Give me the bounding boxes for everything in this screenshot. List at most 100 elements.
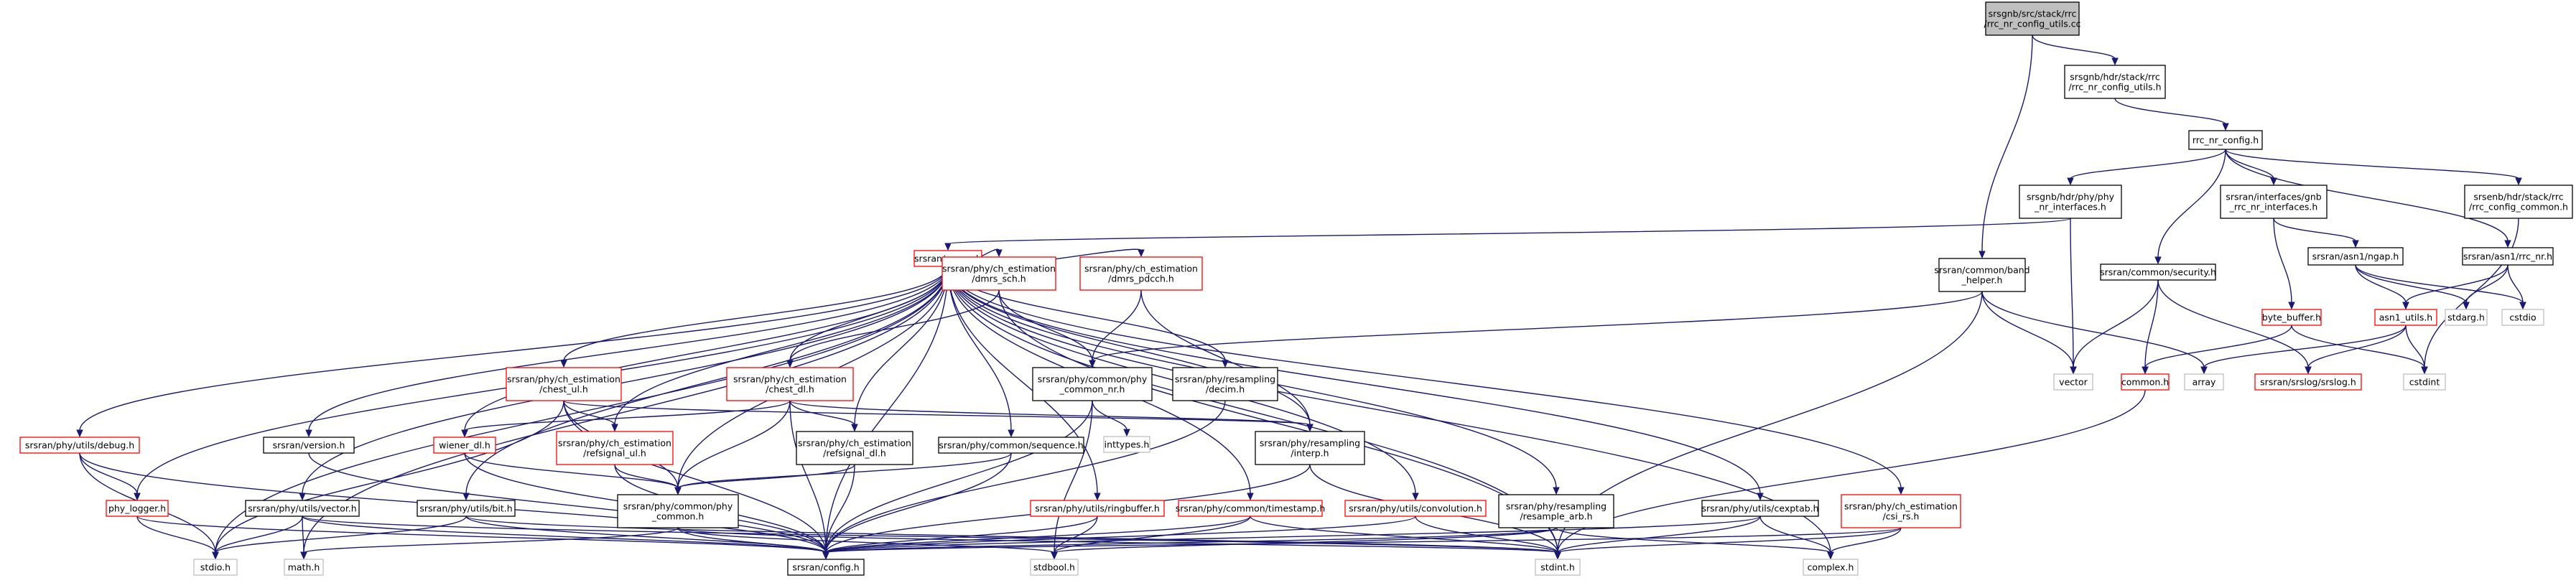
node-ngap[interactable]: srsran/asn1/ngap.h bbox=[2307, 247, 2404, 266]
node-complex: complex.h bbox=[1803, 559, 1859, 576]
edge-sequence-to-phy_common bbox=[674, 452, 1012, 495]
node-chest_dl[interactable]: srsran/phy/ch_estimation/chest_dl.h bbox=[726, 367, 854, 401]
node-refsignal_ul[interactable]: srsran/phy/ch_estimation/refsignal_ul.h bbox=[556, 431, 674, 465]
edge-asn1_utils-to-srslog bbox=[2305, 325, 2407, 375]
node-srslog[interactable]: srsran/srslog/srslog.h bbox=[2254, 373, 2362, 391]
edge-asn1_utils-to-array bbox=[2200, 325, 2407, 375]
edge-line bbox=[1759, 516, 1831, 554]
node-label: complex.h bbox=[1808, 562, 1854, 573]
edge-timestamp-to-stdbool bbox=[1051, 516, 1251, 560]
edge-arrowhead bbox=[2402, 302, 2409, 310]
edge-line bbox=[79, 452, 138, 495]
edge-line bbox=[2157, 149, 2226, 258]
node-bit_h[interactable]: srsran/phy/utils/bit.h bbox=[417, 500, 516, 517]
node-label: srsenb/hdr/stack/rrc bbox=[2473, 192, 2563, 202]
node-phy_common[interactable]: srsran/phy/common/phy_common.h bbox=[617, 494, 739, 528]
edge-line bbox=[1830, 527, 1902, 554]
node-label: srsran/phy/common/phy bbox=[1038, 374, 1148, 385]
node-enb_rrc_common[interactable]: srsenb/hdr/stack/rrc/rrc_config_common.h bbox=[2464, 185, 2573, 219]
node-csi_rs[interactable]: srsran/phy/ch_estimation/csi_rs.h bbox=[1841, 494, 1961, 528]
node-ringbuffer[interactable]: srsran/phy/utils/ringbuffer.h bbox=[1030, 500, 1165, 517]
edge-srsran_h-to-version_h bbox=[305, 266, 949, 438]
node-gnb_rrc_if[interactable]: srsran/interfaces/gnb_rrc_nr_interfaces.… bbox=[2220, 185, 2328, 219]
node-phy_if[interactable]: srsgnb/hdr/phy/phy_nr_interfaces.h bbox=[2019, 185, 2122, 219]
edge-line bbox=[1054, 516, 1098, 554]
edge-arrowhead bbox=[212, 551, 219, 560]
node-wiener[interactable]: wiener_dl.h bbox=[433, 437, 496, 454]
node-vector_h[interactable]: srsran/phy/utils/vector.h bbox=[245, 500, 360, 517]
node-decim[interactable]: srsran/phy/resampling/decim.h bbox=[1172, 367, 1278, 401]
node-label: /rrc_nr_config_utils.h bbox=[2068, 82, 2161, 93]
node-dmrs_sch[interactable]: srsran/phy/ch_estimation/dmrs_sch.h bbox=[941, 256, 1056, 291]
edge-line bbox=[825, 527, 1902, 554]
edge-line bbox=[1981, 291, 2074, 368]
node-common_h[interactable]: common.h bbox=[2121, 373, 2170, 391]
node-label: srsran/phy/common/phy bbox=[623, 501, 733, 512]
node-phy_logger[interactable]: phy_logger.h bbox=[106, 500, 169, 517]
edges-layer bbox=[76, 34, 2526, 560]
node-box bbox=[1841, 494, 1961, 528]
node-box bbox=[245, 500, 360, 517]
edge-csi_rs-to-stdint bbox=[1554, 527, 1902, 560]
edge-line bbox=[2032, 34, 2116, 60]
edge-line bbox=[789, 400, 1311, 426]
edge-line bbox=[677, 400, 791, 489]
node-label: /decim.h bbox=[1206, 384, 1245, 395]
edge-arrowhead bbox=[822, 551, 829, 560]
edge-line bbox=[677, 527, 1055, 554]
node-box bbox=[1985, 1, 2080, 36]
node-label: srsran/phy/utils/convolution.h bbox=[1349, 503, 1482, 514]
node-cexptab[interactable]: srsran/phy/utils/cexptab.h bbox=[1701, 500, 1819, 517]
node-label: /csi_rs.h bbox=[1883, 511, 1920, 522]
edge-phy_if-to-vector_std bbox=[2070, 218, 2077, 375]
node-rrc_nr_asn[interactable]: srsran/asn1/rrc_nr.h bbox=[2462, 247, 2554, 266]
edge-line bbox=[947, 266, 1311, 426]
node-byte_buffer[interactable]: byte_buffer.h bbox=[2261, 309, 2322, 326]
node-label: srsran/common/band bbox=[1934, 265, 2029, 276]
edge-security-to-srslog bbox=[2157, 279, 2312, 375]
node-box bbox=[2501, 309, 2544, 326]
node-convolution[interactable]: srsran/phy/utils/convolution.h bbox=[1344, 500, 1487, 517]
node-interp[interactable]: srsran/phy/resampling/interp.h bbox=[1255, 431, 1365, 465]
edge-arrowhead bbox=[1827, 551, 1834, 560]
edge-line bbox=[308, 266, 949, 432]
edge-arrowhead bbox=[944, 243, 952, 251]
node-label: cstdio bbox=[2509, 312, 2536, 323]
node-box bbox=[1535, 559, 1581, 576]
node-cstdio: cstdio bbox=[2501, 309, 2544, 326]
edge-line bbox=[2291, 325, 2425, 368]
node-rrc_cfg[interactable]: rrc_nr_config.h bbox=[2188, 130, 2263, 150]
edge-rrc_cfg-to-security bbox=[2154, 149, 2226, 265]
node-dmrs_pdcch[interactable]: srsran/phy/ch_estimation/dmrs_pdcch.h bbox=[1079, 256, 1203, 291]
edge-chest_dl-to-wiener bbox=[461, 400, 791, 438]
node-timestamp[interactable]: srsran/phy/common/timestamp.h bbox=[1176, 500, 1326, 517]
edge-arrowhead bbox=[2515, 177, 2522, 186]
node-label: stdio.h bbox=[200, 562, 231, 573]
node-hdr_utils[interactable]: srsgnb/hdr/stack/rrc/rrc_nr_config_utils… bbox=[2064, 65, 2166, 99]
node-chest_ul[interactable]: srsran/phy/ch_estimation/chest_ul.h bbox=[506, 367, 622, 401]
edge-line bbox=[2073, 279, 2159, 368]
edge-arrowhead bbox=[560, 360, 567, 368]
edge-rrc_cfg-to-phy_if bbox=[2067, 149, 2226, 186]
node-box bbox=[1498, 494, 1614, 528]
node-band_helper[interactable]: srsran/common/band_helper.h bbox=[1934, 258, 2030, 292]
edge-arrowhead bbox=[1553, 487, 1560, 495]
edge-arrowhead bbox=[2067, 177, 2074, 186]
node-resample_arb[interactable]: srsran/phy/resampling/resample_arb.h bbox=[1498, 494, 1614, 528]
node-label: srsran/config.h bbox=[792, 562, 859, 573]
edge-line bbox=[563, 400, 827, 554]
edge-line bbox=[465, 266, 949, 495]
node-security[interactable]: srsran/common/security.h bbox=[2100, 263, 2216, 281]
node-label: /chest_ul.h bbox=[539, 384, 588, 395]
node-label: _rrc_nr_interfaces.h bbox=[2229, 202, 2318, 213]
edge-line bbox=[1092, 400, 1127, 431]
node-debug_h[interactable]: srsran/phy/utils/debug.h bbox=[19, 437, 140, 454]
node-phy_common_nr[interactable]: srsran/phy/common/phy_common_nr.h bbox=[1032, 367, 1153, 401]
node-config[interactable]: srsran/config.h bbox=[787, 559, 865, 576]
node-sequence[interactable]: srsran/phy/common/sequence.h bbox=[938, 437, 1084, 454]
node-asn1_utils[interactable]: asn1_utils.h bbox=[2374, 309, 2437, 326]
node-version_h[interactable]: srsran/version.h bbox=[263, 437, 355, 454]
node-refsignal_dl[interactable]: srsran/phy/ch_estimation/refsignal_dl.h bbox=[796, 431, 913, 465]
node-label: cstdint bbox=[2409, 377, 2440, 388]
node-label: /dmrs_sch.h bbox=[972, 274, 1026, 284]
